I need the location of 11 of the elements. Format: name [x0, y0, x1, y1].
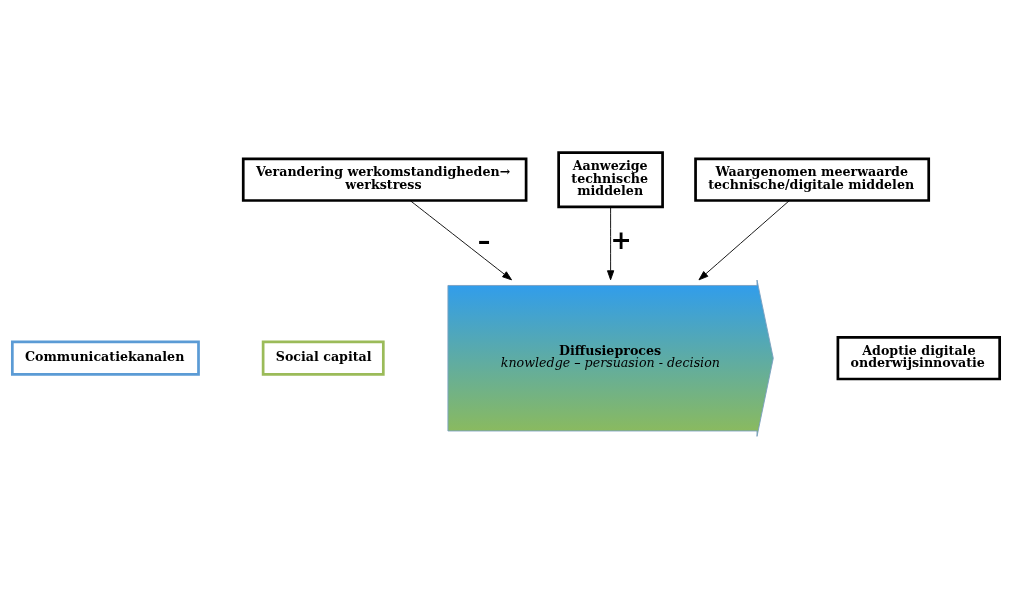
node-box: Communicatiekanalen [11, 340, 200, 376]
node-box: Adoptie digitale onderwijsinnovatie [836, 336, 1001, 381]
edge-label: + [610, 224, 632, 255]
arrow [698, 200, 790, 281]
node-box: Social capital [261, 340, 385, 376]
edge-label: – [477, 224, 491, 255]
node-box: Aanwezige technische middelen [557, 151, 664, 209]
node-box: Waargenomen meerwaarde technische/digitale middelen [694, 157, 931, 202]
arrow [409, 200, 512, 281]
node-box: Verandering werkomstandigheden→ werkstress [241, 157, 528, 202]
arrow [607, 206, 615, 281]
